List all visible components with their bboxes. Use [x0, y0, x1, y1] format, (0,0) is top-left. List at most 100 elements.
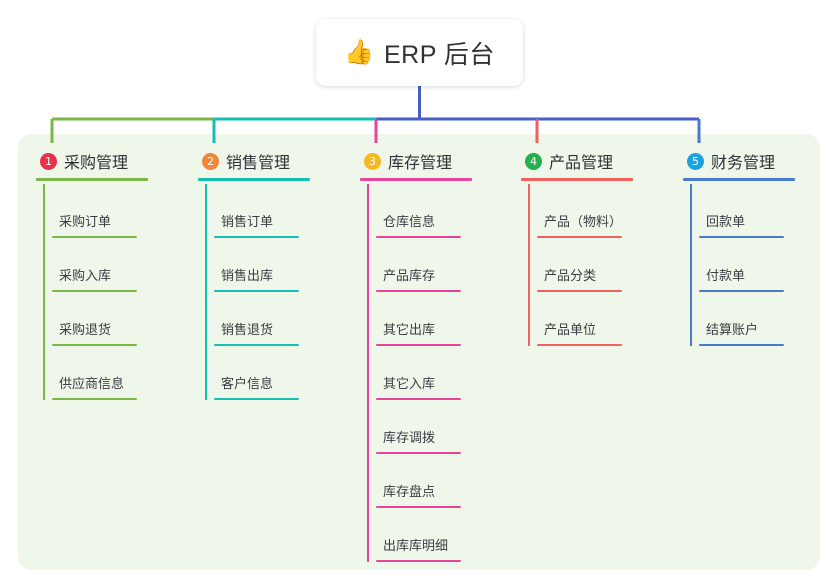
- branch-item-label: 回款单: [706, 214, 746, 229]
- branch-item[interactable]: 产品（物料）: [528, 184, 679, 238]
- branch-item[interactable]: 客户信息: [205, 346, 356, 400]
- branch-item-label: 销售出库: [221, 268, 274, 283]
- branch-header-财务管理[interactable]: 5 财务管理: [681, 144, 839, 181]
- branch-item-underline: [214, 344, 299, 346]
- branch-item[interactable]: 采购订单: [43, 184, 194, 238]
- branch-item-label: 采购订单: [59, 214, 112, 229]
- branch-items: 采购订单采购入库采购退货供应商信息: [34, 184, 194, 400]
- branch-title: 产品管理: [549, 155, 614, 172]
- branch-item[interactable]: 采购入库: [43, 238, 194, 292]
- branch-item-label: 产品库存: [383, 268, 436, 283]
- branch-item-label: 供应商信息: [59, 376, 125, 391]
- branch-column-产品管理: 4 产品管理产品（物料） 产品分类产品单位: [519, 144, 679, 346]
- branch-title: 财务管理: [711, 155, 776, 172]
- branch-item[interactable]: 销售订单: [205, 184, 356, 238]
- branch-item-underline: [376, 236, 461, 238]
- branch-item-label: 其它出库: [383, 322, 436, 337]
- branch-item-label: 采购入库: [59, 268, 112, 283]
- branch-spine: [205, 184, 207, 400]
- branch-header-采购管理[interactable]: 1 采购管理: [34, 144, 194, 181]
- branch-item-underline: [376, 290, 461, 292]
- branch-column-财务管理: 5 财务管理回款单付款单结算账户: [681, 144, 839, 346]
- branch-item-underline: [214, 236, 299, 238]
- branch-number-badge: 2: [202, 152, 219, 170]
- branch-underline: [36, 178, 148, 181]
- branch-underline: [360, 178, 472, 181]
- branch-item-label: 库存盘点: [383, 484, 436, 499]
- branch-items: 销售订单销售出库销售退货客户信息: [196, 184, 356, 400]
- branch-spine: [367, 184, 369, 562]
- branch-item-underline: [376, 452, 461, 454]
- branch-item-underline: [699, 290, 784, 292]
- branch-item-label: 采购退货: [59, 322, 112, 337]
- branch-column-销售管理: 2 销售管理销售订单销售出库销售退货客户信息: [196, 144, 356, 400]
- branch-item[interactable]: 仓库信息: [367, 184, 518, 238]
- branch-item-underline: [214, 398, 299, 400]
- branch-item-underline: [214, 290, 299, 292]
- branch-item-underline: [376, 506, 461, 508]
- branch-item[interactable]: 产品分类: [528, 238, 679, 292]
- branch-item[interactable]: 产品单位: [528, 292, 679, 346]
- branch-item-underline: [699, 236, 784, 238]
- branch-item-label: 仓库信息: [383, 214, 436, 229]
- branch-item-underline: [52, 344, 137, 346]
- branch-items: 回款单付款单结算账户: [681, 184, 839, 346]
- root-node[interactable]: 👍 ERP 后台: [316, 19, 523, 86]
- branch-item-underline: [52, 236, 137, 238]
- branch-item-underline: [52, 290, 137, 292]
- branch-item[interactable]: 产品库存: [367, 238, 518, 292]
- thumbs-up-icon: 👍: [344, 38, 374, 66]
- branch-item-label: 产品分类: [544, 268, 597, 283]
- branch-title: 库存管理: [388, 155, 453, 172]
- branch-item[interactable]: 供应商信息: [43, 346, 194, 400]
- branch-header-产品管理[interactable]: 4 产品管理: [519, 144, 679, 181]
- branch-item[interactable]: 其它入库: [367, 346, 518, 400]
- branch-column-采购管理: 1 采购管理采购订单采购入库采购退货供应商信息: [34, 144, 194, 400]
- branch-item-label: 其它入库: [383, 376, 436, 391]
- branch-spine: [690, 184, 692, 346]
- branch-item[interactable]: 销售出库: [205, 238, 356, 292]
- root-label: ERP 后台: [383, 40, 495, 69]
- branch-item[interactable]: 库存盘点: [367, 454, 518, 508]
- branch-item[interactable]: 回款单: [690, 184, 839, 238]
- branch-title: 销售管理: [226, 155, 291, 172]
- branch-item-underline: [537, 290, 622, 292]
- branch-item[interactable]: 销售退货: [205, 292, 356, 346]
- branch-items: 产品（物料） 产品分类产品单位: [519, 184, 679, 346]
- branch-item[interactable]: 库存调拨: [367, 400, 518, 454]
- branch-item-underline: [52, 398, 137, 400]
- branch-underline: [521, 178, 633, 181]
- branch-underline: [198, 178, 310, 181]
- branch-item[interactable]: 出库库明细: [367, 508, 518, 562]
- branch-item-underline: [537, 344, 622, 346]
- branch-header-库存管理[interactable]: 3 库存管理: [358, 144, 518, 181]
- branch-item[interactable]: 结算账户: [690, 292, 839, 346]
- branch-item-label: 产品单位: [544, 322, 597, 337]
- branch-item-underline: [376, 344, 461, 346]
- branch-item-label: 库存调拨: [383, 430, 436, 445]
- branch-item-underline: [537, 236, 622, 238]
- branch-number-badge: 3: [364, 152, 381, 170]
- branch-item[interactable]: 采购退货: [43, 292, 194, 346]
- branch-item[interactable]: 其它出库: [367, 292, 518, 346]
- branches-panel: [18, 134, 820, 570]
- branch-number-badge: 1: [40, 152, 57, 170]
- branch-column-库存管理: 3 库存管理仓库信息产品库存其它出库其它入库库存调拨库存盘点出库库明细: [358, 144, 518, 562]
- branch-item[interactable]: 付款单: [690, 238, 839, 292]
- branch-item-label: 结算账户: [706, 322, 759, 337]
- branch-item-label: 客户信息: [221, 376, 274, 391]
- branch-item-label: 付款单: [706, 268, 746, 283]
- branch-item-label: 产品（物料）: [544, 214, 623, 229]
- branch-underline: [683, 178, 795, 181]
- branch-number-badge: 5: [687, 152, 704, 170]
- branch-item-underline: [376, 560, 461, 562]
- branch-number-badge: 4: [525, 152, 542, 170]
- branch-header-销售管理[interactable]: 2 销售管理: [196, 144, 356, 181]
- branch-item-label: 销售退货: [221, 322, 274, 337]
- branch-spine: [528, 184, 530, 346]
- branch-item-label: 销售订单: [221, 214, 274, 229]
- branch-items: 仓库信息产品库存其它出库其它入库库存调拨库存盘点出库库明细: [358, 184, 518, 562]
- branch-title: 采购管理: [64, 155, 129, 172]
- branch-item-underline: [376, 398, 461, 400]
